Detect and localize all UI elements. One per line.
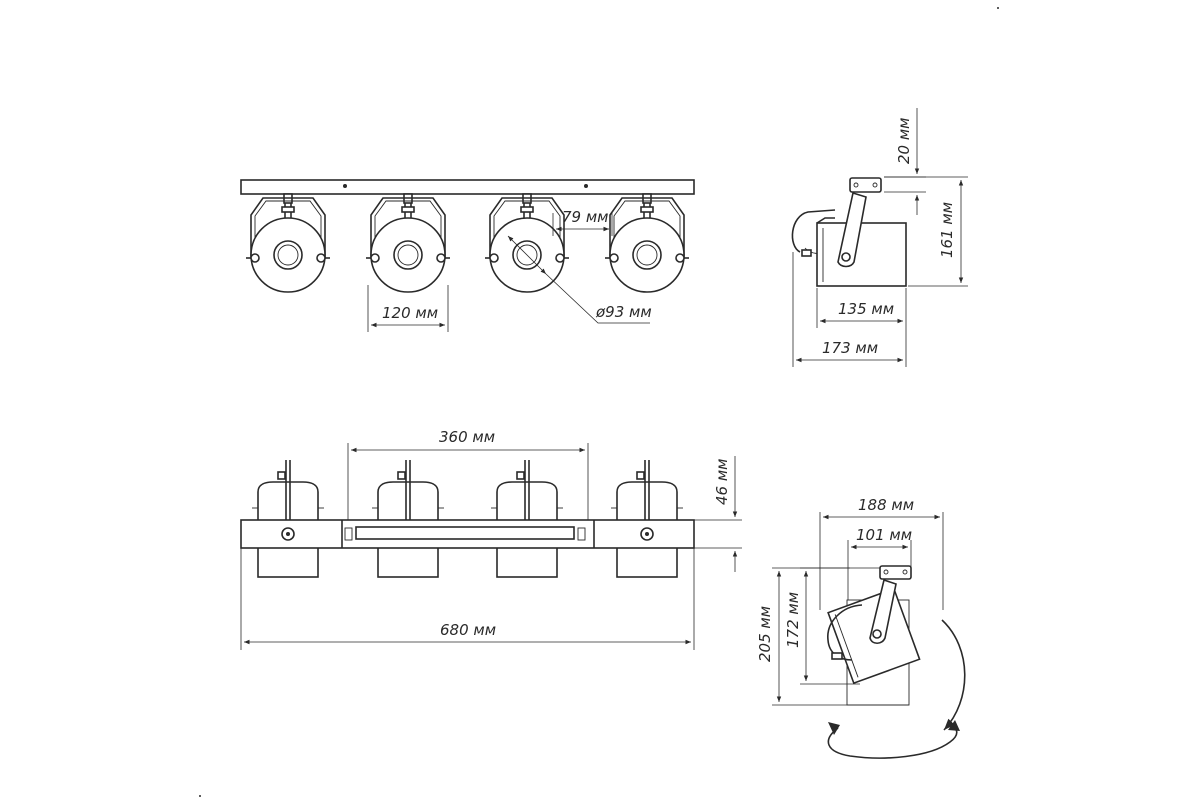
dimension-tilt-height-inner: 172 мм xyxy=(784,567,860,685)
dimension-label: 161 мм xyxy=(938,202,956,258)
bottom-bar xyxy=(240,519,695,549)
spotlight-front xyxy=(366,193,450,293)
bar-slot xyxy=(355,526,575,540)
dimension-body-length: 135 мм xyxy=(816,288,907,328)
dimension-total-length: 173 мм xyxy=(792,252,907,367)
dimension-total: 680 мм xyxy=(240,548,695,650)
tilt-arm xyxy=(869,578,897,645)
bar-screw-bottom xyxy=(281,527,295,541)
spotlight-bottom xyxy=(372,460,444,578)
dimension-bottom-height: 46 мм xyxy=(694,456,742,572)
dimension-label: 101 мм xyxy=(856,526,912,544)
dimension-label: 205 мм xyxy=(756,606,774,662)
bar-screw xyxy=(343,184,347,188)
dimension-top: 20 мм xyxy=(884,108,926,215)
dimension-label: 79 мм xyxy=(562,208,609,226)
spotlight-front xyxy=(246,193,330,293)
rotation-arrow-icon xyxy=(827,723,958,759)
front-view: 79 мм 120 мм ø93 мм xyxy=(240,179,695,332)
bar-screw-bottom xyxy=(640,527,654,541)
spotlight-bottom xyxy=(252,460,324,578)
dimension-diameter: ø93 мм xyxy=(507,235,652,324)
dimension-tilt-width: 188 мм xyxy=(819,496,944,610)
side-view: 20 мм 161 мм 135 мм 173 мм xyxy=(791,108,968,367)
mounting-bar xyxy=(240,179,695,195)
dimension-label: ø93 мм xyxy=(595,303,652,321)
side-body xyxy=(816,222,907,287)
dimension-label: 135 мм xyxy=(838,300,894,318)
rotation-arrow-icon xyxy=(941,619,966,731)
spotlight-front xyxy=(605,193,689,293)
spotlight-bottom xyxy=(491,460,563,578)
dimension-label: 20 мм xyxy=(895,118,913,165)
dimension-label: 46 мм xyxy=(713,459,731,506)
dimension-width: 120 мм xyxy=(367,285,449,332)
side-arm xyxy=(837,191,867,268)
bar-screw xyxy=(584,184,588,188)
spotlight-bottom xyxy=(611,460,683,578)
tilt-mount xyxy=(879,565,912,580)
dimension-label: 360 мм xyxy=(439,428,495,446)
dimension-spacing: 79 мм xyxy=(552,208,613,236)
dimension-span: 360 мм xyxy=(347,428,589,520)
dimension-label: 680 мм xyxy=(440,621,496,639)
side-mount xyxy=(849,177,882,193)
dimension-label: 173 мм xyxy=(822,339,878,357)
dimension-height: 161 мм xyxy=(884,176,968,287)
dimension-label: 120 мм xyxy=(382,304,438,322)
dimension-label: 188 мм xyxy=(858,496,914,514)
bottom-view: 360 мм 46 мм 680 мм xyxy=(240,428,742,650)
dimension-label: 172 мм xyxy=(784,592,802,648)
tilt-view: 188 мм 101 мм 205 мм 172 мм xyxy=(756,496,966,759)
spotlight-front xyxy=(485,193,569,293)
dimension-tilt-inner: 101 мм xyxy=(847,526,912,600)
